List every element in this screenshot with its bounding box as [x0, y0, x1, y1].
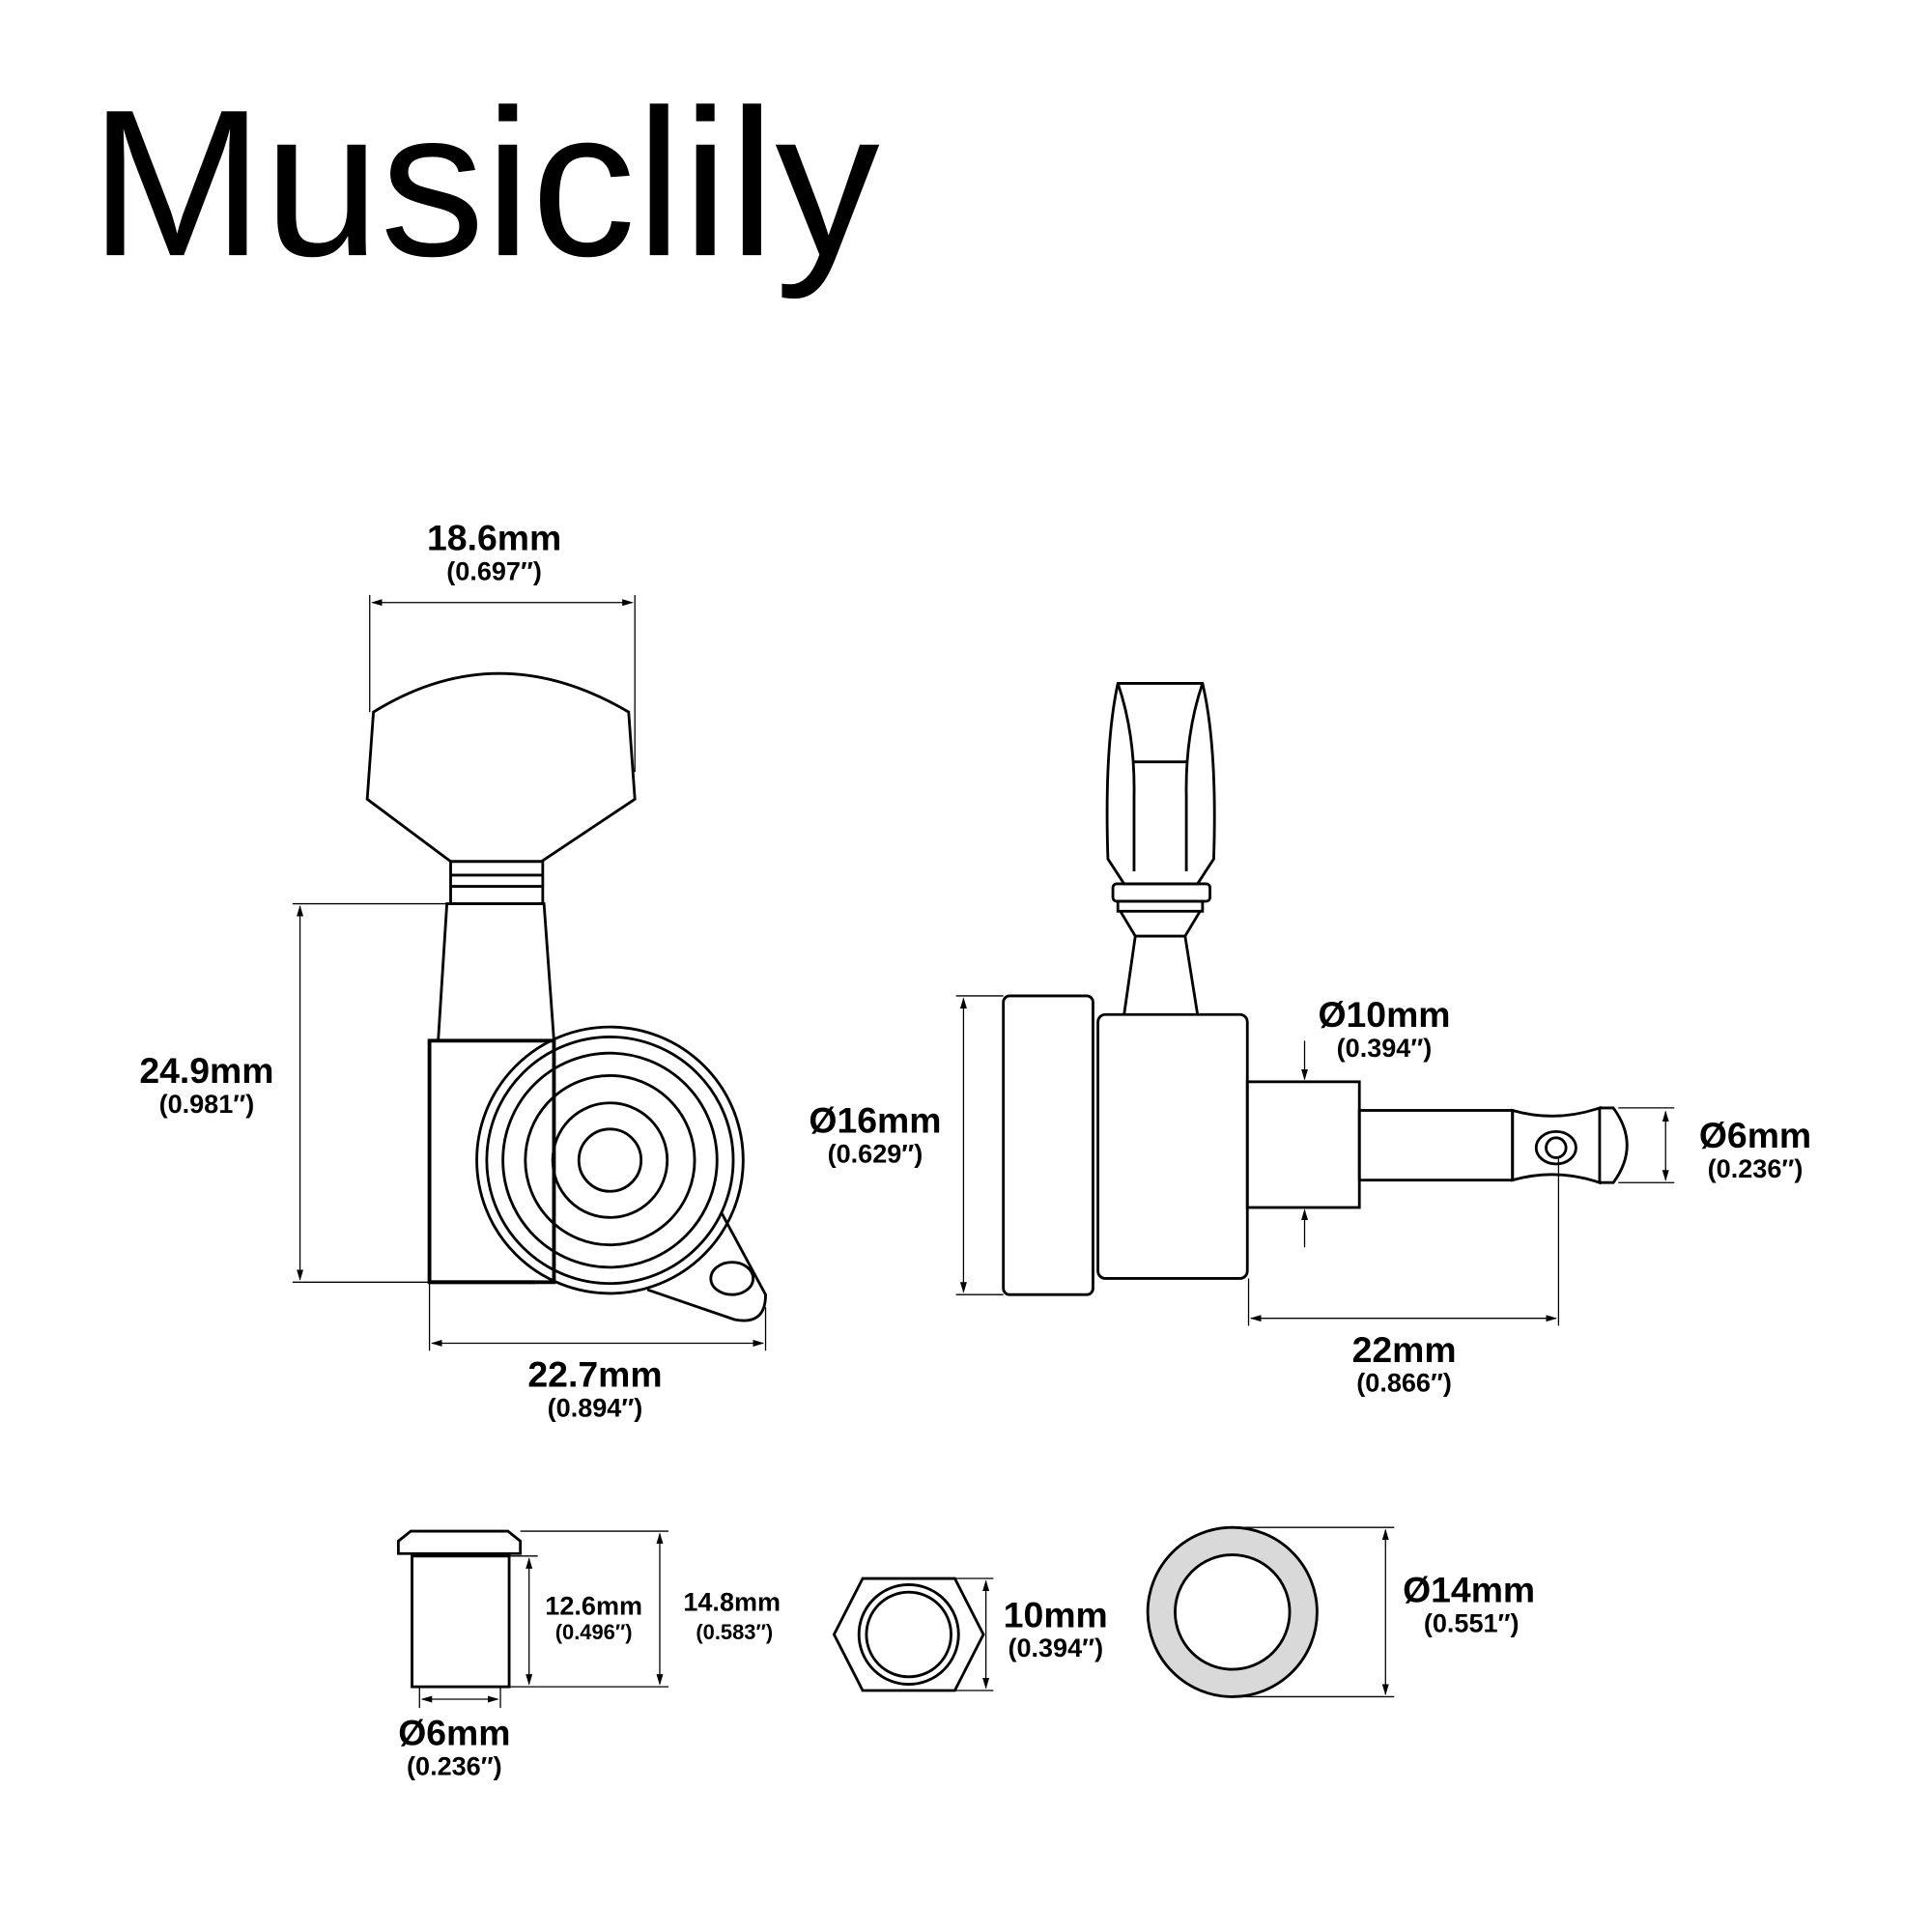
dimension-height: 24.9mm (0.981″): [139, 902, 448, 1283]
dimension-hex-nut: 10mm (0.394″): [954, 1577, 1108, 1691]
dim-label-mm: Ø16mm: [809, 1100, 941, 1141]
dim-label-mm: Ø6mm: [398, 1713, 510, 1753]
dim-label-mm: 22.7mm: [527, 1354, 662, 1395]
dim-label-in: (0.894″): [548, 1393, 643, 1422]
dimension-washer: Ø14mm (0.551″): [1238, 1526, 1535, 1698]
dim-label-mm: 10mm: [1004, 1594, 1108, 1634]
dim-label-in: (0.629″): [828, 1140, 923, 1169]
dimension-shaft-diameter: Ø10mm (0.394″): [1301, 994, 1451, 1248]
dim-label-in: (0.551″): [1424, 1608, 1520, 1637]
dimension-gear-diameter: Ø16mm (0.629″): [809, 995, 1004, 1295]
dim-label-in: (0.394″): [1337, 1034, 1433, 1063]
dim-label-in: (0.236″): [1708, 1154, 1804, 1183]
dimension-post-diameter: Ø6mm (0.236″): [1618, 1107, 1811, 1183]
dim-label-mm: Ø6mm: [1699, 1115, 1811, 1155]
brand-title: Musiclily: [90, 66, 880, 299]
dim-label-mm: Ø10mm: [1318, 994, 1450, 1035]
dimension-bushing-diameter: Ø6mm (0.236″): [398, 1687, 511, 1781]
dim-label-in: (0.236″): [407, 1752, 502, 1781]
dim-label-in: (0.496″): [555, 1620, 633, 1644]
dim-label-in: (0.981″): [159, 1090, 255, 1119]
dimension-bushing-height: 14.8mm (0.583″): [520, 1530, 781, 1688]
dim-label-mm: 14.8mm: [683, 1588, 781, 1617]
dim-label-mm: 12.6mm: [545, 1591, 642, 1620]
dimension-post-length: 22mm (0.866″): [1247, 1157, 1560, 1398]
dim-label-in: (0.583″): [696, 1620, 773, 1644]
dim-label-in: (0.866″): [1356, 1369, 1452, 1398]
tuner-side-view: [1002, 682, 1629, 1296]
dimension-button-width: 18.6mm (0.697″): [369, 518, 636, 772]
dimension-bushing-thread: 12.6mm (0.496″): [509, 1555, 642, 1688]
dim-label-mm: Ø14mm: [1403, 1570, 1535, 1610]
washer: [1146, 1525, 1319, 1698]
bushing: [396, 1529, 523, 1689]
dim-label-in: (0.394″): [1008, 1634, 1103, 1662]
hex-nut: [832, 1577, 985, 1692]
dim-label-mm: 22mm: [1352, 1329, 1457, 1370]
dimension-width: 22.7mm (0.894″): [428, 1282, 767, 1422]
tuner-front-view: [365, 671, 767, 1322]
dim-label-in: (0.697″): [446, 557, 542, 586]
dim-label-mm: 24.9mm: [139, 1050, 273, 1091]
dim-label-mm: 18.6mm: [427, 518, 561, 558]
